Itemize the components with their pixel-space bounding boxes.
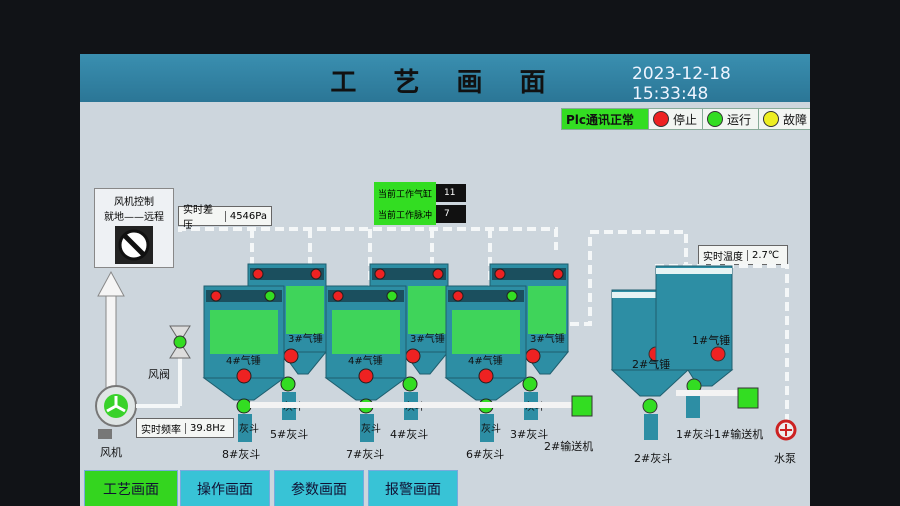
ash-label-front-1: 灰斗 — [239, 422, 259, 435]
hmi-screen: 工 艺 画 面 2023-12-18 15:33:48 Plc通讯正常 停止 运… — [80, 54, 810, 506]
cylinder-label-front-2: 4#气锤 — [348, 354, 383, 367]
ash-label-front-3: 灰斗 — [481, 422, 501, 435]
cylinder-label-back-1: 3#气锤 — [288, 332, 323, 345]
fan-icon[interactable] — [95, 344, 182, 439]
conveyor2-label: 2#输送机 — [544, 440, 594, 453]
pulse-readout: 当前工作脉冲 7 — [374, 203, 466, 225]
hopper4-label: 4#灰斗 — [390, 428, 429, 441]
legend-fault: 故障 — [758, 108, 810, 130]
fan-control-mode: 就地——远程 — [104, 212, 164, 223]
plc-status-badge: Plc通讯正常 — [561, 108, 653, 130]
hopper2-label: 2#灰斗 — [634, 452, 673, 465]
pulse-label: 当前工作脉冲 — [374, 203, 437, 225]
temp-label: 实时温度 — [703, 251, 743, 263]
chamber-readout: 当前工作气缸 11 — [374, 182, 466, 204]
fan-label: 风机 — [100, 446, 122, 459]
cylinder-label-front-3: 4#气锤 — [468, 354, 503, 367]
frequency-readout: 实时频率 39.8Hz — [136, 418, 234, 438]
hopper5-label: 5#灰斗 — [270, 428, 309, 441]
legend-run-label: 运行 — [727, 112, 752, 127]
header-bar: 工 艺 画 面 2023-12-18 15:33:48 — [80, 54, 810, 104]
conveyor-2[interactable] — [250, 395, 593, 417]
cylinder-label-front-1: 4#气锤 — [226, 354, 261, 367]
hopper3-label: 3#灰斗 — [510, 428, 549, 441]
pressure-value: 4546Pa — [224, 210, 271, 222]
conveyor-1[interactable] — [676, 387, 759, 409]
pulse-value: 7 — [444, 209, 450, 219]
conveyor1-label: 1#输送机 — [714, 428, 764, 441]
nav-process-button[interactable]: 工艺画面 — [84, 470, 178, 506]
freq-value: 39.8Hz — [185, 422, 229, 434]
legend-fault-label: 故障 — [783, 112, 808, 127]
cyclone-1[interactable] — [655, 265, 734, 418]
water-pump-icon[interactable] — [775, 419, 797, 441]
fault-lamp-icon — [763, 111, 779, 127]
hopper8-label: 8#灰斗 — [222, 448, 261, 461]
exhaust-stack — [97, 270, 125, 395]
pump-label: 水泵 — [774, 452, 796, 465]
nav-params-button[interactable]: 参数画面 — [274, 470, 364, 506]
nav-alarm-button[interactable]: 报警画面 — [368, 470, 458, 506]
chamber-label: 当前工作气缸 — [374, 182, 437, 204]
selector-knob-icon — [115, 226, 153, 264]
pressure-readout: 实时差压 4546Pa — [178, 205, 272, 231]
damper-valve-icon[interactable] — [169, 325, 191, 359]
fan-control-switch[interactable]: 风机控制 就地——远程 — [94, 188, 174, 268]
valve-label: 风阀 — [148, 368, 170, 381]
cylinder-label-back-3: 3#气锤 — [530, 332, 565, 345]
fan-control-title: 风机控制 — [114, 197, 154, 208]
cyl1-label: 1#气锤 — [692, 334, 731, 347]
run-lamp-icon — [707, 111, 723, 127]
legend-run: 运行 — [702, 108, 764, 130]
legend-stop: 停止 — [648, 108, 708, 130]
nav-operate-button[interactable]: 操作画面 — [180, 470, 270, 506]
hopper7-label: 7#灰斗 — [346, 448, 385, 461]
temp-value: 2.7℃ — [747, 249, 783, 261]
freq-label: 实时频率 — [141, 424, 181, 436]
page-title: 工 艺 画 面 — [330, 68, 560, 98]
legend-stop-label: 停止 — [673, 112, 698, 127]
hopper6-label: 6#灰斗 — [466, 448, 505, 461]
stop-lamp-icon — [653, 111, 669, 127]
cylinder-label-back-2: 3#气锤 — [410, 332, 445, 345]
datetime-display: 2023-12-18 15:33:48 — [632, 64, 731, 104]
chamber-value: 11 — [444, 188, 456, 198]
hopper1-label: 1#灰斗 — [676, 428, 715, 441]
cyl2-label: 2#气锤 — [632, 358, 671, 371]
ash-label-front-2: 灰斗 — [361, 422, 381, 435]
pressure-label: 实时差压 — [183, 205, 213, 231]
